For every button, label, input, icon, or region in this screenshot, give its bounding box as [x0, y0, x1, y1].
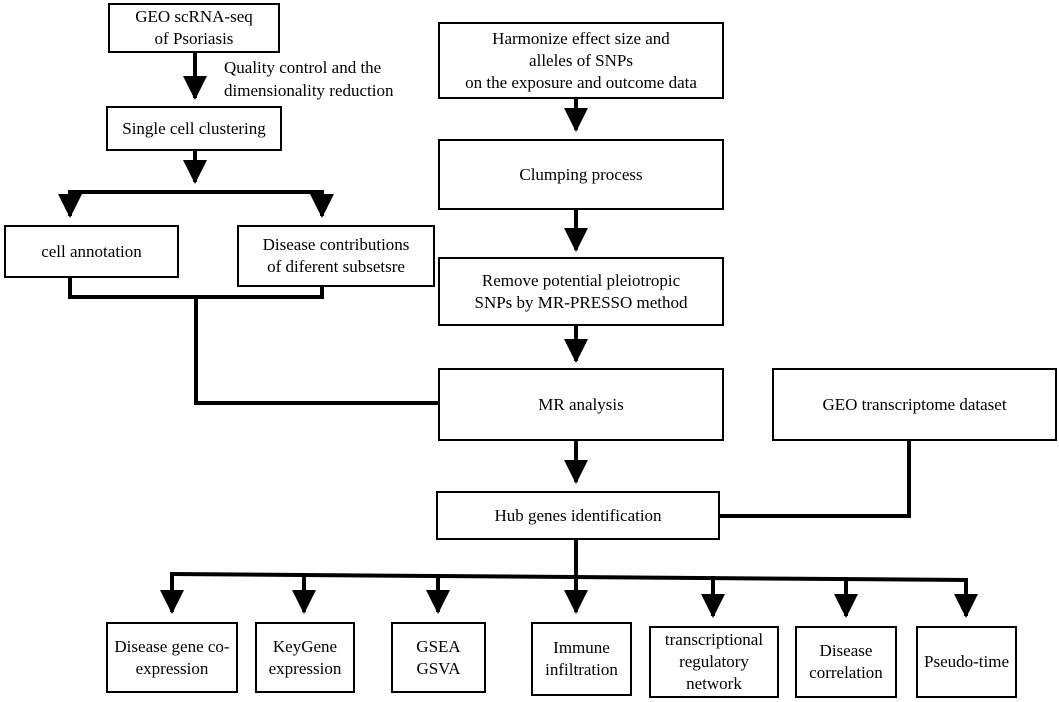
keygene-expression-label: KeyGene expression: [268, 636, 342, 678]
pseudo-time-box: Pseudo-time: [916, 626, 1017, 698]
gsea-gsva-label: GSEA GSVA: [416, 636, 461, 678]
mr-analysis-label: MR analysis: [538, 394, 624, 414]
clumping-box: Clumping process: [438, 139, 724, 210]
remove-pleiotropic-box: Remove potential pleiotropic SNPs by MR-…: [438, 257, 724, 326]
transcriptional-network-box: transcriptional regulatory network: [649, 626, 779, 698]
keygene-expression-box: KeyGene expression: [255, 622, 355, 693]
single-cell-clustering-label: Single cell clustering: [122, 118, 266, 138]
single-cell-clustering-box: Single cell clustering: [106, 106, 282, 151]
disease-gene-coexpression-box: Disease gene co- expression: [106, 622, 238, 693]
cell-annotation-box: cell annotation: [4, 225, 179, 278]
quality-control-note: Quality control and the dimensionality r…: [224, 58, 394, 100]
gsea-gsva-box: GSEA GSVA: [391, 622, 486, 693]
immune-infiltration-label: Immune infiltration: [545, 638, 618, 679]
disease-contributions-box: Disease contributions of diferent subset…: [237, 225, 435, 287]
immune-infiltration-box: Immune infiltration: [531, 622, 632, 696]
remove-pleiotropic-label: Remove potential pleiotropic SNPs by MR-…: [474, 270, 688, 312]
hub-genes-box: Hub genes identification: [436, 491, 720, 540]
disease-correlation-label: Disease correlation: [809, 641, 883, 682]
pseudo-time-label: Pseudo-time: [924, 652, 1009, 671]
mr-analysis-box: MR analysis: [438, 368, 724, 441]
clumping-label: Clumping process: [519, 164, 643, 184]
transcriptional-network-label: transcriptional regulatory network: [664, 630, 764, 693]
hub-genes-label: Hub genes identification: [494, 505, 662, 525]
geo-transcriptome-label: GEO transcriptome dataset: [822, 394, 1007, 414]
geo-scrna-label: GEO scRNA-seq of Psoriasis: [135, 7, 253, 48]
geo-scrna-box: GEO scRNA-seq of Psoriasis: [108, 3, 280, 53]
disease-correlation-box: Disease correlation: [795, 626, 897, 698]
disease-gene-coexpression-label: Disease gene co- expression: [114, 636, 230, 678]
connector-left-to-mr: [194, 295, 440, 405]
geo-transcriptome-box: GEO transcriptome dataset: [772, 368, 1057, 441]
harmonize-label: Harmonize effect size and alleles of SNP…: [465, 28, 697, 92]
harmonize-box: Harmonize effect size and alleles of SNP…: [438, 22, 724, 99]
connector-transcriptome-to-hub: [717, 438, 911, 518]
disease-contributions-label: Disease contributions of diferent subset…: [262, 235, 410, 276]
cell-annotation-label: cell annotation: [41, 241, 142, 261]
